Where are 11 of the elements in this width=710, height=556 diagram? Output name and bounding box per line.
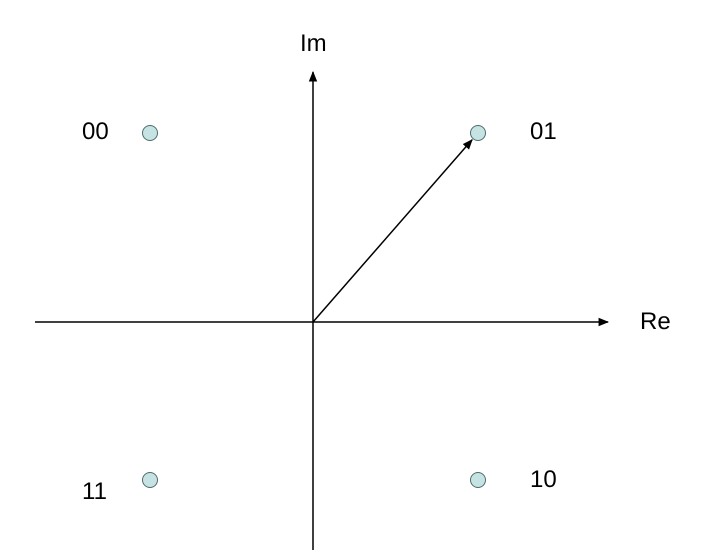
symbol-label: 11 (82, 478, 107, 506)
constellation-point (142, 472, 158, 488)
symbol-label: 01 (530, 118, 557, 146)
vector-arrow (312, 139, 473, 322)
axis-label: Im (300, 30, 327, 58)
constellation-point (470, 125, 486, 141)
constellation-point (470, 472, 486, 488)
symbol-label: 00 (82, 118, 109, 146)
symbol-label: 10 (530, 466, 557, 494)
axis-label: Re (640, 308, 671, 336)
constellation-point (142, 125, 158, 141)
